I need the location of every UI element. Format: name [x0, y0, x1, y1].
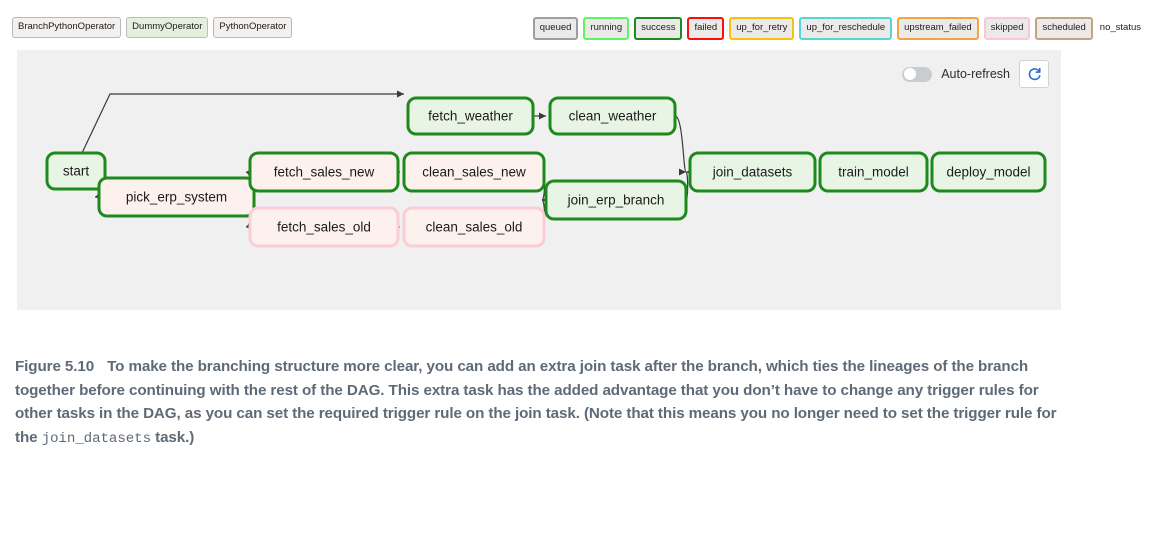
dag-node-box-fetch_sales_new: [248, 151, 400, 193]
dag-node-label-fetch_sales_new: fetch_sales_new: [274, 165, 375, 180]
graph-toolbar: Auto-refresh: [902, 60, 1049, 88]
dag-node-box-fetch_weather: [406, 96, 535, 136]
dag-node-box-clean_sales_new: [402, 151, 546, 193]
dag-node-box-fetch_sales_old: [248, 206, 400, 248]
status-chip-no_status[interactable]: no_status: [1099, 22, 1141, 34]
auto-refresh-label: Auto-refresh: [941, 67, 1010, 81]
dag-node-label-join_erp_branch: join_erp_branch: [567, 193, 665, 208]
status-chip-scheduled[interactable]: scheduled: [1035, 17, 1093, 40]
dag-node-clean_weather[interactable]: clean_weather: [548, 96, 677, 136]
dag-node-label-clean_weather: clean_weather: [569, 109, 657, 124]
status-chip-skipped[interactable]: skipped: [983, 17, 1031, 40]
dag-node-box-clean_weather: [548, 96, 677, 136]
operator-chip-branchpythonoperator[interactable]: BranchPythonOperator: [12, 17, 122, 38]
dag-node-join_erp_branch[interactable]: join_erp_branch: [544, 179, 688, 221]
dag-node-label-join_datasets: join_datasets: [712, 165, 793, 180]
dag-edge-start-to-fetch_weather: [81, 90, 404, 154]
dag-node-clean_sales_new[interactable]: clean_sales_new: [402, 151, 546, 193]
dag-node-label-deploy_model: deploy_model: [946, 165, 1030, 180]
dag-graph-panel: Auto-refresh start pick_erp_system fetch_w…: [17, 50, 1061, 310]
dag-node-box-start: [45, 151, 107, 191]
dag-node-box-deploy_model: [930, 151, 1047, 193]
auto-refresh-toggle-knob: [903, 68, 916, 80]
dag-node-box-join_erp_branch: [544, 179, 688, 221]
figure-number: Figure 5.10: [15, 358, 95, 375]
status-chip-queued[interactable]: queued: [532, 17, 579, 40]
dag-node-pick_erp_system[interactable]: pick_erp_system: [97, 176, 256, 218]
dag-node-label-start: start: [63, 164, 90, 179]
dag-node-box-join_datasets: [688, 151, 817, 193]
dag-edge-clean_weather-to-join_datasets: [674, 115, 687, 176]
dag-node-label-clean_sales_old: clean_sales_old: [426, 220, 523, 235]
caption-text-part2: task.): [151, 428, 195, 446]
dag-graph: start pick_erp_system fetch_weather clean_w…: [45, 90, 1047, 248]
dag-node-start[interactable]: start: [45, 151, 107, 191]
status-chip-upstream_failed[interactable]: upstream_failed: [897, 17, 979, 40]
dag-node-deploy_model[interactable]: deploy_model: [930, 151, 1047, 193]
dag-node-box-train_model: [818, 151, 929, 193]
dag-node-label-pick_erp_system: pick_erp_system: [126, 190, 227, 205]
dag-node-fetch_sales_new[interactable]: fetch_sales_new: [248, 151, 400, 193]
refresh-circular-arrow-icon: [1028, 67, 1041, 80]
operator-chip-pythonoperator[interactable]: PythonOperator: [213, 17, 293, 38]
dag-node-join_datasets[interactable]: join_datasets: [688, 151, 817, 193]
status-chip-running[interactable]: running: [583, 17, 630, 40]
dag-node-box-pick_erp_system: [97, 176, 256, 218]
dag-node-box-clean_sales_old: [402, 206, 546, 248]
refresh-button[interactable]: [1019, 60, 1049, 88]
auto-refresh-toggle[interactable]: [902, 66, 933, 82]
dag-node-train_model[interactable]: train_model: [818, 151, 929, 193]
dag-node-clean_sales_old[interactable]: clean_sales_old: [402, 206, 546, 248]
caption-text-part1: To make the branching structure more cle…: [15, 358, 1057, 446]
status-chip-success[interactable]: success: [634, 17, 683, 40]
dag-node-label-fetch_weather: fetch_weather: [428, 109, 513, 124]
dag-node-label-clean_sales_new: clean_sales_new: [422, 165, 526, 180]
status-chip-up_for_reschedule[interactable]: up_for_reschedule: [799, 17, 893, 40]
operator-chip-dummyoperator[interactable]: DummyOperator: [126, 17, 209, 38]
dag-node-fetch_weather[interactable]: fetch_weather: [406, 96, 535, 136]
status-chip-up_for_retry[interactable]: up_for_retry: [729, 17, 795, 40]
caption-code-reference: join_datasets: [41, 430, 151, 447]
status-chip-failed[interactable]: failed: [687, 17, 725, 40]
dag-node-label-fetch_sales_old: fetch_sales_old: [277, 220, 371, 235]
dag-nodes: start pick_erp_system fetch_weather clean_w…: [45, 96, 1047, 248]
dag-node-label-train_model: train_model: [838, 165, 909, 180]
dag-node-fetch_sales_old[interactable]: fetch_sales_old: [248, 206, 400, 248]
